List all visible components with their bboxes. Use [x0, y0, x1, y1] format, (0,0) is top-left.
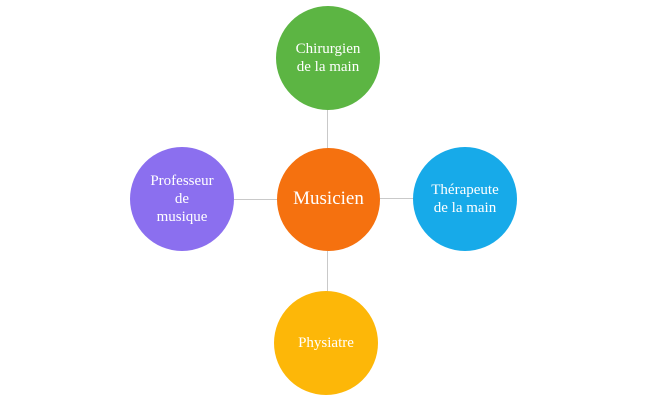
node-musicien-label: Musicien [293, 188, 364, 210]
connector-left [233, 199, 277, 200]
node-professeur: Professeur de musique [130, 147, 234, 251]
node-therapeute: Thérapeute de la main [413, 147, 517, 251]
node-professeur-line3: musique [156, 209, 208, 225]
node-chirurgien-line2: de la main [296, 59, 360, 75]
node-musicien: Musicien [277, 148, 380, 251]
connector-bottom [327, 251, 328, 293]
node-therapeute-line2: de la main [433, 200, 497, 216]
node-professeur-line1: Professeur [150, 173, 214, 189]
node-physiatre: Physiatre [274, 291, 378, 395]
node-therapeute-line1: Thérapeute [431, 182, 499, 198]
connector-top [327, 108, 328, 150]
node-chirurgien-line1: Chirurgien [295, 41, 361, 57]
node-chirurgien: Chirurgien de la main [276, 6, 380, 110]
node-physiatre-label: Physiatre [298, 335, 354, 351]
node-professeur-line2: de [174, 191, 190, 207]
connector-right [378, 198, 414, 199]
